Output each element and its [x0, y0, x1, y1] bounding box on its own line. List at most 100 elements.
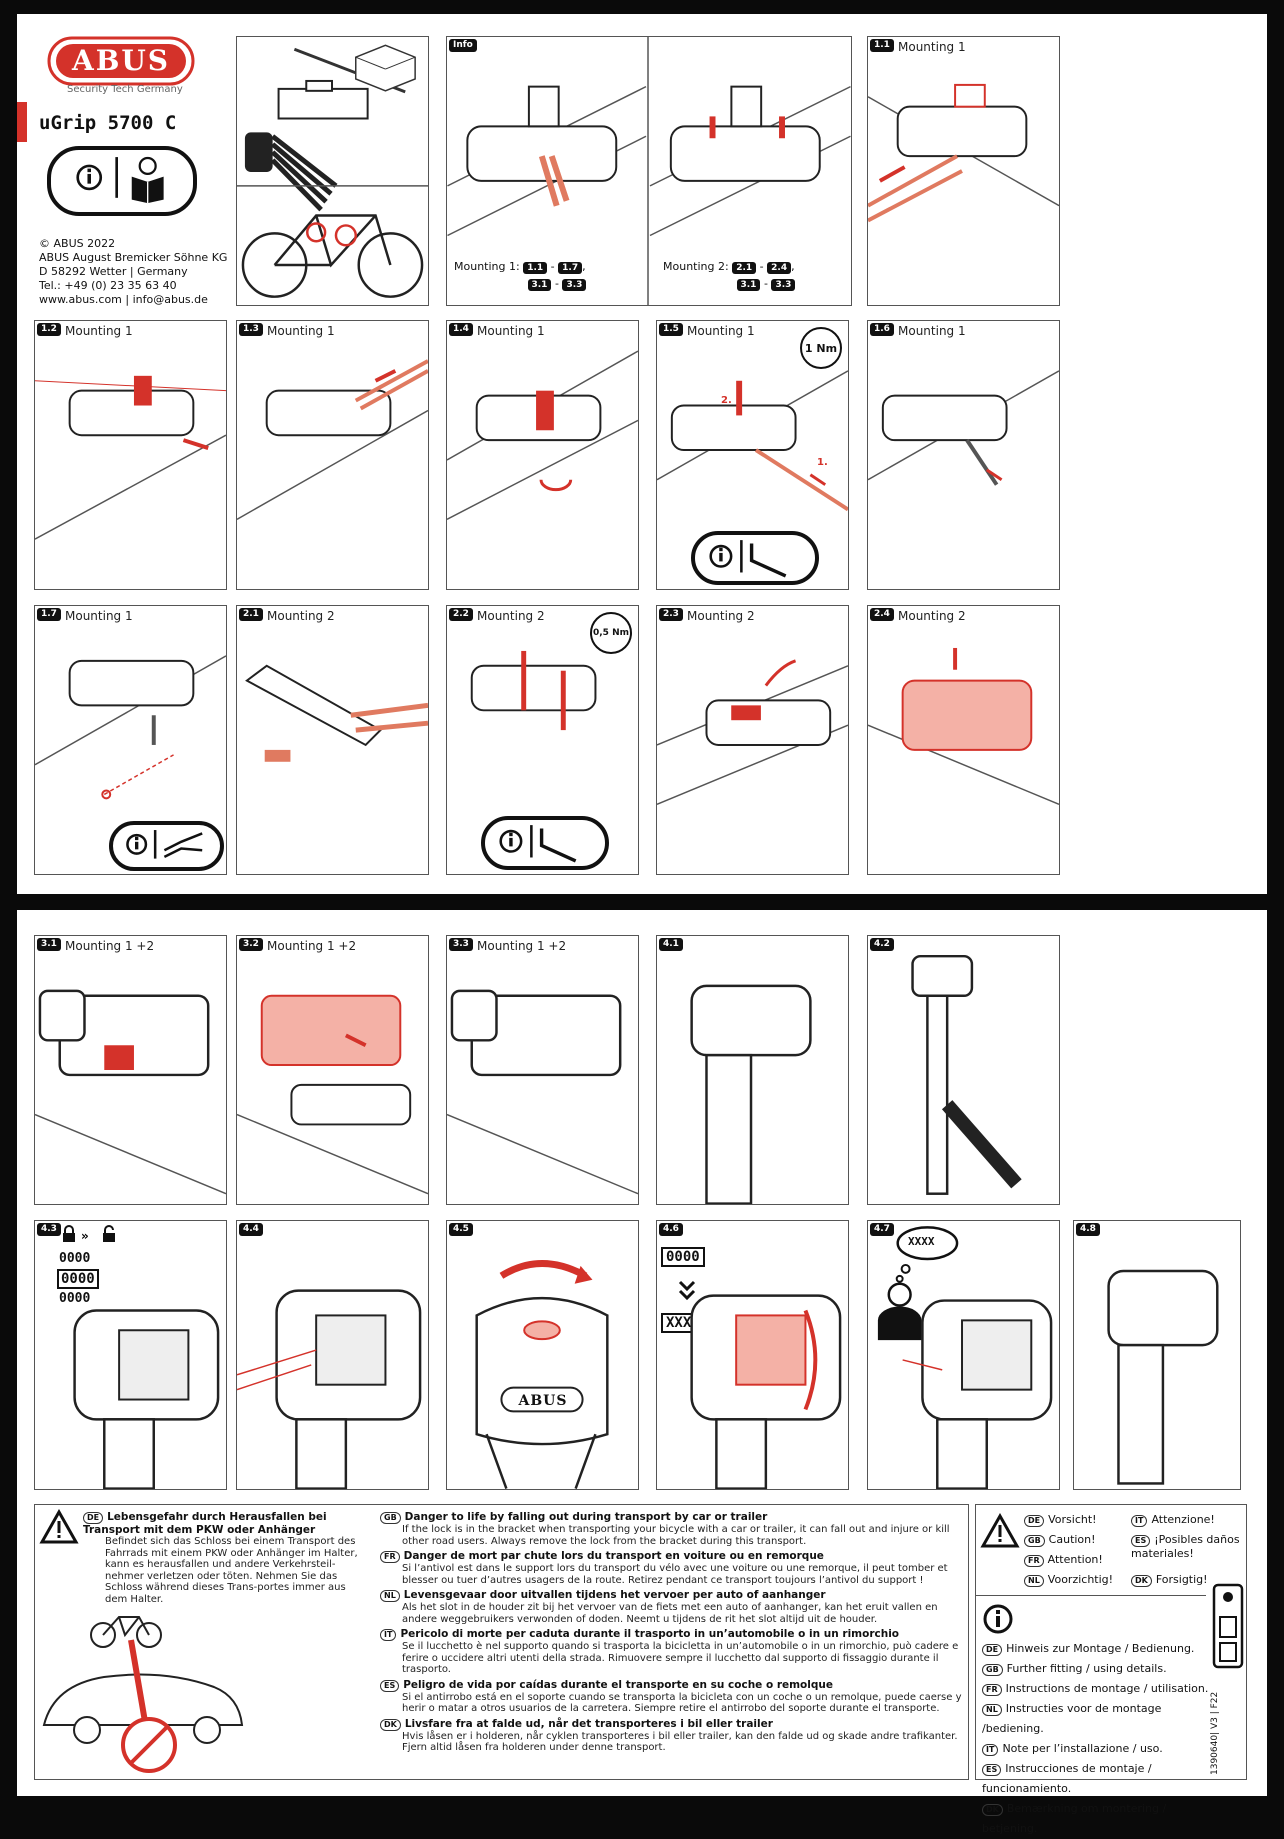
step-3-2-illustration — [237, 994, 428, 1195]
company-line-4: www.abus.com | info@abus.de — [39, 293, 208, 306]
step-1-5-label-1: 1. — [817, 457, 828, 468]
step-2-4-illustration — [868, 647, 1059, 806]
panel-step-2-2: 2.2 Mounting 2 0,5 Nm — [446, 605, 639, 875]
svg-text:»: » — [81, 1229, 89, 1243]
lang-badge-gb: GB — [380, 1512, 401, 1524]
step-badge: 3.2 — [239, 938, 263, 951]
warning-es-title-text: Peligro de vida por caídas durante el tr… — [403, 1678, 833, 1691]
pliers-pill — [109, 821, 224, 871]
info-mounting-2: Mounting 2: 2.1 - 2.4, 3.1 - 3.3 — [663, 258, 796, 292]
lang-badge-nl: NL — [380, 1590, 400, 1602]
panel-contents — [236, 36, 429, 306]
allen-key-pill — [481, 816, 609, 870]
lang-badge: DK — [1131, 1575, 1152, 1587]
panel-step-4-8: 4.8 — [1073, 1220, 1241, 1490]
cap-logo-text: ABUS — [518, 1393, 568, 1409]
note-text: Further fitting / using details. — [1006, 1662, 1167, 1675]
document-code: 1390640| V3 | F22 — [1210, 1691, 1220, 1775]
lang-badge: GB — [1024, 1535, 1045, 1547]
info-icon — [983, 1604, 1013, 1634]
info-m1-b: 1.7 — [558, 262, 583, 274]
step-badge: 1.1 — [870, 39, 894, 52]
allen-key-pill — [691, 531, 819, 585]
warning-dk-body: Hvis låsen er i holderen, når cyklen tra… — [402, 1730, 958, 1754]
chevron-down-icon — [678, 1280, 696, 1301]
step-title: Mounting 1 — [65, 609, 133, 623]
product-name: uGrip 5700 C — [39, 112, 177, 134]
info-badge: Info — [449, 39, 477, 52]
lang-badge-fr: FR — [380, 1551, 400, 1563]
info-mounting-1: Mounting 1: 1.1 - 1.7, 3.1 - 3.3 — [454, 258, 587, 292]
step-1-1-illustration — [868, 83, 1059, 223]
warning-de-title-text: Lebensgefahr durch Herausfallen bei Tran… — [83, 1511, 327, 1536]
panel-step-1-3: 1.3 Mounting 1 — [236, 320, 429, 590]
code-display-a: 0000 — [59, 1251, 91, 1266]
warning-gb-title-text: Danger to life by falling out during tra… — [404, 1511, 768, 1523]
panel-step-1-6: 1.6 Mounting 1 — [867, 320, 1060, 590]
caution-text: ¡Posibles daños materiales! — [1131, 1533, 1240, 1560]
lang-badge: DE — [982, 1644, 1003, 1656]
step-badge: 1.7 — [37, 608, 61, 621]
note-text: Hinweis zur Montage / Bedienung. — [1006, 1642, 1195, 1655]
info-comma: , — [791, 260, 795, 273]
warning-nl-body: Als het slot in de houder zit bij het ve… — [402, 1602, 938, 1625]
panel-step-3-2: 3.2 Mounting 1 +2 — [236, 935, 429, 1205]
info-dash: - — [759, 260, 764, 273]
lang-badge: FR — [1024, 1555, 1044, 1567]
note-text: Instructies voor de montage /bediening. — [982, 1702, 1162, 1735]
lang-badge: NL — [1024, 1575, 1044, 1587]
caution-triangle-icon — [980, 1513, 1020, 1548]
panel-step-4-4: 4.4 — [236, 1220, 429, 1490]
step-title: Mounting 1 +2 — [65, 939, 155, 953]
step-1-3-illustration — [237, 359, 428, 520]
warning-fr-body: Si l’antivol est dans le support lors du… — [402, 1563, 948, 1586]
step-badge: 4.4 — [239, 1223, 263, 1236]
step-title: Mounting 1 — [477, 324, 545, 338]
step-badge: 1.2 — [37, 323, 61, 336]
panel-step-1-1: 1.1 Mounting 1 — [867, 36, 1060, 306]
panel-step-4-1: 4.1 — [656, 935, 849, 1205]
panel-step-1-7: 1.7 Mounting 1 — [34, 605, 227, 875]
caution-text: Caution! — [1048, 1533, 1096, 1546]
step-title: Mounting 2 — [477, 609, 545, 623]
thought-code: XXXX — [908, 1235, 935, 1248]
caution-text: Voorzichtig! — [1047, 1573, 1114, 1586]
panel-step-3-3: 3.3 Mounting 1 +2 — [446, 935, 639, 1205]
step-badge: 1.3 — [239, 323, 263, 336]
warning-triangle-icon — [39, 1509, 79, 1544]
lang-badge-dk: DK — [380, 1718, 401, 1731]
company-line-1: ABUS August Bremicker Söhne KG — [39, 251, 228, 264]
red-marker — [17, 102, 27, 142]
step-3-3-illustration — [447, 989, 638, 1195]
step-title: Mounting 1 +2 — [267, 939, 357, 953]
lang-badge: ES — [982, 1764, 1002, 1776]
warning-nl-title-text: Levensgevaar door uitvallen tijdens het … — [403, 1589, 826, 1601]
step-1-4-illustration — [447, 350, 638, 520]
caution-text: Forsigtig! — [1155, 1573, 1208, 1586]
brand-tagline: Security Tech Germany — [67, 84, 183, 95]
step-1-5-illustration — [657, 370, 848, 512]
step-title: Mounting 2 — [687, 609, 755, 623]
step-title: Mounting 1 +2 — [477, 939, 567, 953]
sheet-1: ABUS Security Tech Germany uGrip 5700 C … — [17, 14, 1267, 894]
info-pliers-icon — [126, 830, 203, 859]
info-m1-c: 3.1 — [527, 279, 552, 291]
panel-step-2-4: 2.4 Mounting 2 — [867, 605, 1060, 875]
step-2-1-illustration — [245, 664, 428, 762]
lang-badge-de: DE — [83, 1512, 104, 1524]
torque-0-5nm: 0,5 Nm — [590, 612, 632, 654]
manual-info-pill — [47, 146, 197, 216]
sheet-2: 3.1 Mounting 1 +2 3.2 Mounting 1 +2 3.3 … — [17, 910, 1267, 1835]
step-4-2-illustration — [911, 954, 1022, 1195]
step-4-6-illustration — [690, 1294, 842, 1489]
lang-badge: FR — [982, 1684, 1002, 1696]
info-dash: - — [763, 277, 768, 290]
